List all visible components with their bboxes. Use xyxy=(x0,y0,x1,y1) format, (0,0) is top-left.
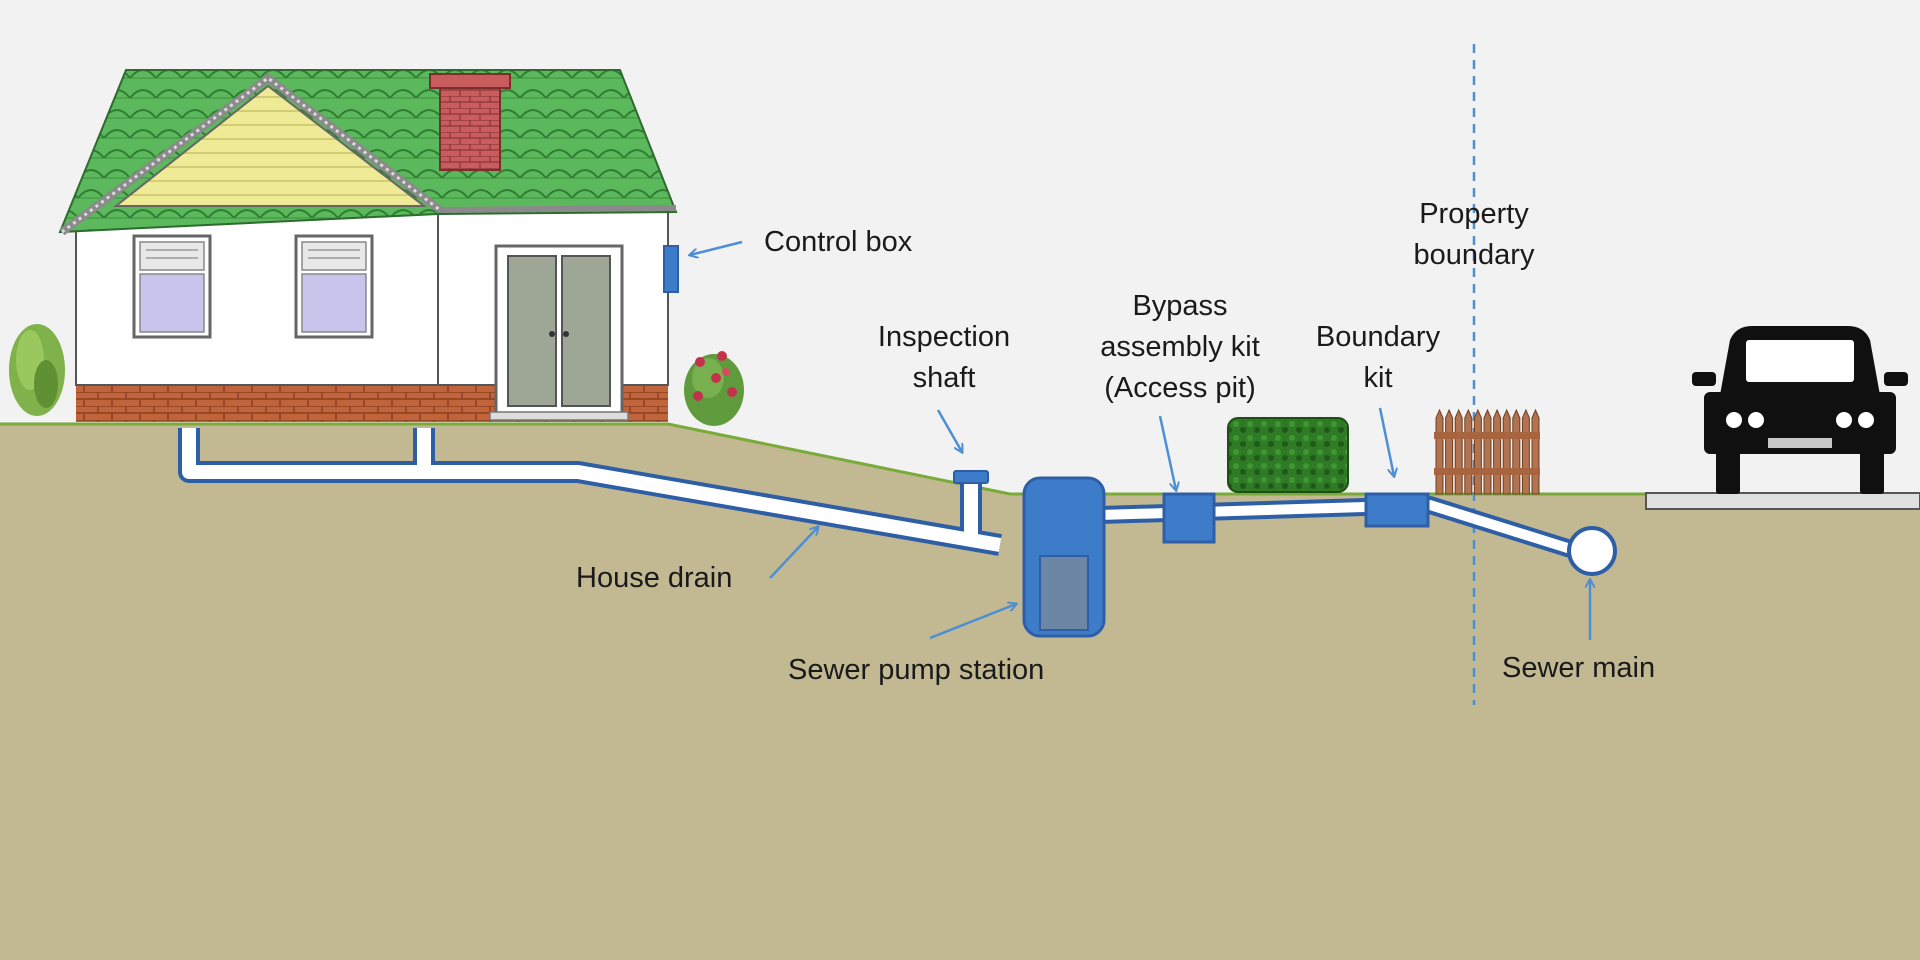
sewer-main-label: Sewer main xyxy=(1502,652,1656,684)
bypass-kit-label: Bypass assembly kit (Access pit) xyxy=(1040,286,1320,409)
sewer-pump-station-label: Sewer pump station xyxy=(788,654,1045,686)
house-drain-pipe xyxy=(178,428,1002,556)
bypass-kit-label-line1: Bypass xyxy=(1132,290,1228,322)
inspection-shaft-label: Inspection shaft xyxy=(824,317,1064,399)
bypass-kit-arrow xyxy=(1158,415,1176,490)
sewer-pump-station-arrow xyxy=(929,604,1016,640)
bypass-kit-label-line3: (Access pit) xyxy=(1104,372,1256,404)
property-boundary-label-line1: Property xyxy=(1419,198,1529,230)
bypass-assembly-kit xyxy=(1162,492,1216,544)
control-box xyxy=(663,245,679,293)
fence-picket xyxy=(1464,408,1473,495)
fence-picket xyxy=(1521,408,1530,495)
inspection-shaft-arrow xyxy=(936,409,962,452)
fence-picket xyxy=(1435,408,1444,495)
bypass-kit-label-line2: assembly kit xyxy=(1100,331,1260,363)
window-right xyxy=(294,234,374,339)
fence-picket xyxy=(1473,408,1482,495)
car xyxy=(1692,326,1908,494)
sewer-pump-station xyxy=(1022,476,1106,638)
boundary-kit xyxy=(1364,492,1430,528)
fence-picket xyxy=(1531,408,1540,495)
ground xyxy=(0,424,1920,960)
chimney-cap xyxy=(429,73,511,89)
property-boundary-label: Property boundary xyxy=(1354,194,1594,276)
boundary-kit-label: Boundary kit xyxy=(1258,317,1498,399)
fence-picket xyxy=(1483,408,1492,495)
shrub-left xyxy=(9,324,65,416)
fence xyxy=(1434,408,1540,495)
house-drain-label: House drain xyxy=(576,562,733,594)
boundary-kit-label-line1: Boundary xyxy=(1315,321,1441,353)
grass-line xyxy=(0,422,1646,496)
fence-picket xyxy=(1493,408,1502,495)
callout-arrows xyxy=(690,240,1590,640)
property-boundary-label-line2: boundary xyxy=(1413,239,1535,271)
control-box-label: Control box xyxy=(764,226,913,258)
fence-picket xyxy=(1502,408,1511,495)
boundary-kit-label-line2: kit xyxy=(1363,362,1393,394)
inspection-shaft-label-line1: Inspection xyxy=(877,321,1011,353)
boundary-kit-arrow xyxy=(1378,407,1394,476)
control-box-arrow xyxy=(690,240,743,255)
hedge xyxy=(1227,417,1349,493)
fence-picket xyxy=(1445,408,1454,495)
fence-picket xyxy=(1454,408,1463,495)
gable xyxy=(113,84,427,207)
window-left xyxy=(132,234,212,339)
sewer-main xyxy=(1567,526,1617,576)
house-drain-arrow xyxy=(769,527,818,579)
road-slab xyxy=(1645,492,1920,510)
house xyxy=(58,69,679,422)
chimney xyxy=(439,83,501,171)
inspection-shaft-label-line2: shaft xyxy=(912,362,976,394)
rose-bush xyxy=(684,351,744,426)
inspection-shaft-cap xyxy=(953,470,989,484)
front-door xyxy=(489,244,629,421)
house-wall-left xyxy=(75,204,439,386)
fence-picket xyxy=(1512,408,1521,495)
